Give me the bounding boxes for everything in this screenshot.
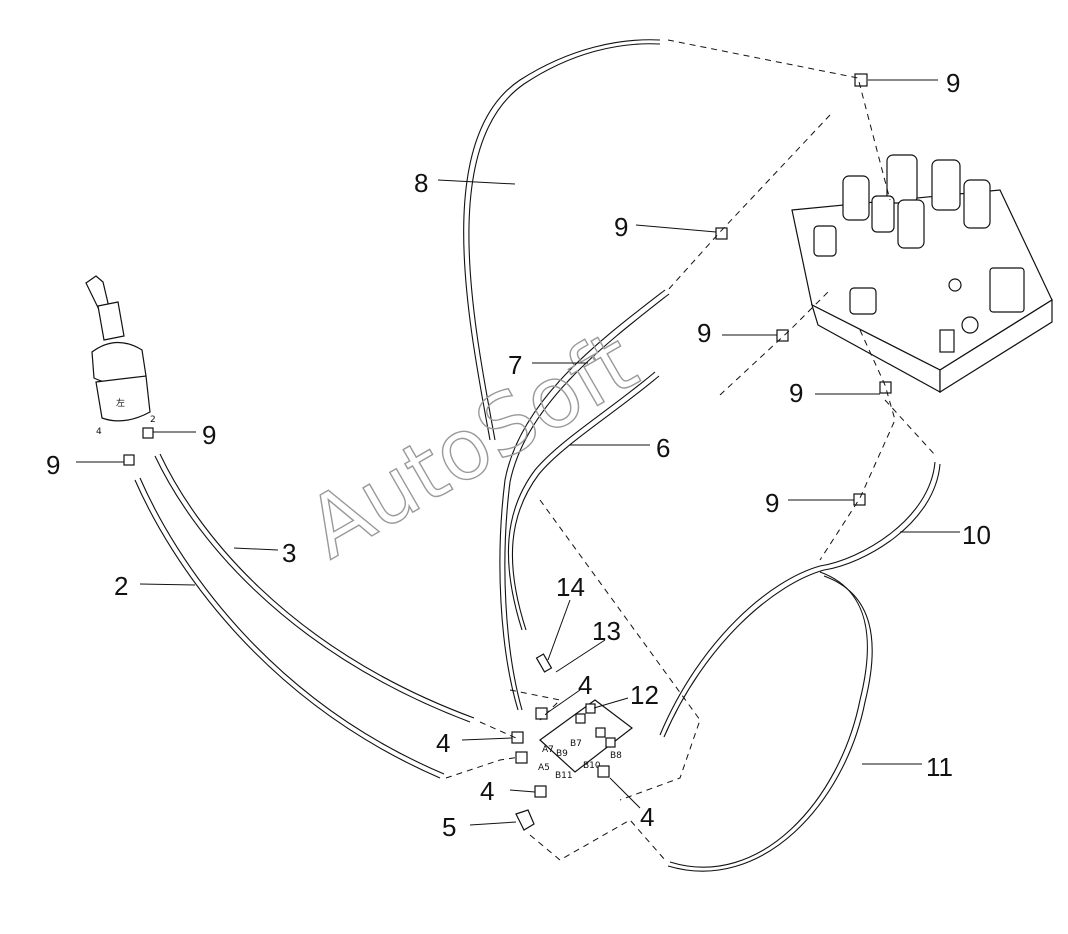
callout-4-left: 4: [436, 728, 450, 758]
callout-7: 7: [508, 350, 522, 380]
leader-lines: [76, 79, 960, 826]
callout-10: 10: [962, 520, 991, 550]
callout-numbers: 9 9 9 9 9 9 9 8 7 6 3 2 10 11 14 13 12 4…: [46, 68, 991, 842]
callout-9-top: 9: [946, 68, 960, 98]
joystick-port-2-label: 2: [150, 415, 156, 425]
callout-4-top: 4: [578, 670, 592, 700]
callout-9-joystick-right: 9: [202, 420, 216, 450]
port-b7-label: B7: [570, 739, 582, 749]
callout-9-lower-right: 9: [765, 488, 779, 518]
port-b11-label: B11: [555, 771, 573, 781]
port-b9-label: B9: [556, 749, 568, 759]
port-b8-label: B8: [610, 751, 622, 761]
dashed-connections: [445, 39, 936, 861]
callout-4-bottom-left: 4: [480, 776, 494, 806]
joystick-symbol: 左: [116, 397, 125, 409]
callout-2: 2: [114, 571, 128, 601]
callout-4-bottom-right: 4: [640, 802, 654, 832]
port-b10-label: B10: [583, 761, 601, 771]
callout-11: 11: [926, 752, 953, 782]
callout-3: 3: [282, 538, 296, 568]
callout-9-mid: 9: [697, 318, 711, 348]
callout-9-joystick-left: 9: [46, 450, 60, 480]
callout-8: 8: [414, 168, 428, 198]
callout-14: 14: [556, 572, 585, 602]
callout-12: 12: [630, 680, 659, 710]
fittings: [511, 73, 892, 831]
main-control-valve: [791, 154, 1053, 394]
callout-5: 5: [442, 812, 456, 842]
callout-9-right: 9: [789, 378, 803, 408]
joystick: 左 4 2: [85, 275, 156, 466]
hoses: [134, 39, 941, 872]
callout-6: 6: [656, 433, 670, 463]
callout-13: 13: [592, 616, 621, 646]
pilot-distribution-block: A7 B9 B7 B8 A5 B11 B10: [538, 699, 633, 781]
port-a5-label: A5: [538, 763, 550, 773]
callout-9-upper-mid: 9: [614, 212, 628, 242]
joystick-port-4-label: 4: [96, 427, 102, 437]
port-a7-label: A7: [542, 745, 554, 755]
